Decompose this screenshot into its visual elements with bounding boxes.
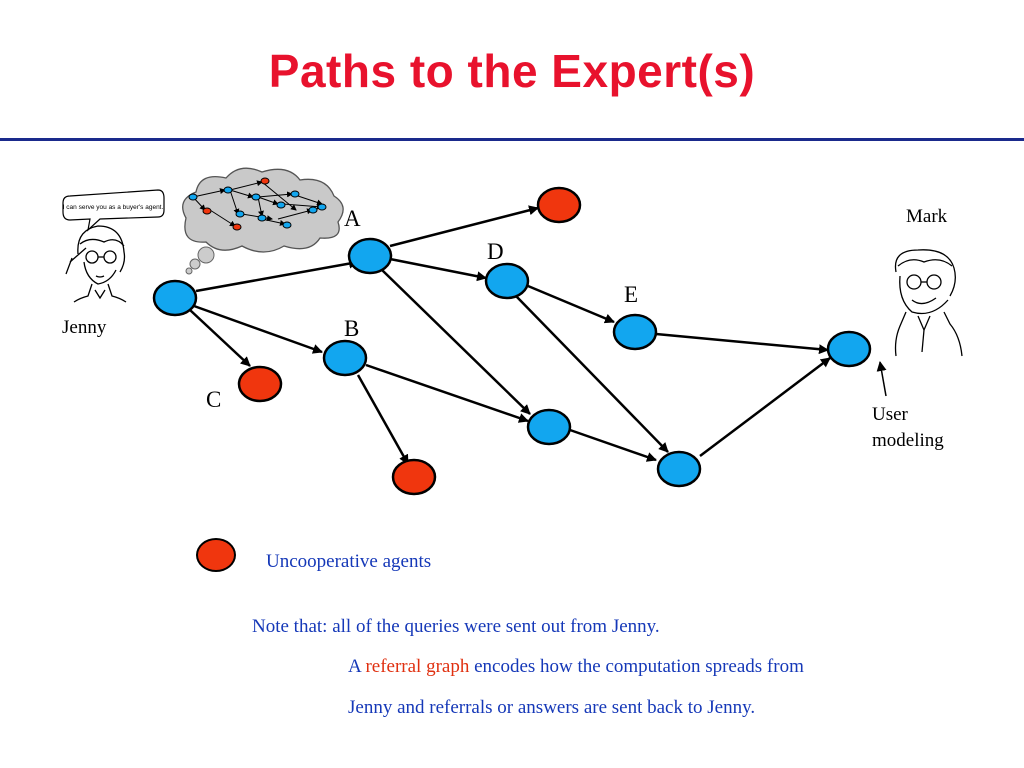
edge-h-mark <box>699 357 831 457</box>
graph-edges <box>189 205 887 465</box>
user-modeling-line2: modeling <box>872 430 944 451</box>
edge-a-top <box>389 205 539 248</box>
node-bottom <box>391 458 437 496</box>
node-label-e: E <box>624 282 639 307</box>
edge-jenny-a <box>195 258 359 293</box>
edge-f-h <box>569 428 657 462</box>
node-c <box>237 365 283 403</box>
node-f <box>526 408 572 446</box>
node-a <box>347 237 393 275</box>
user-modeling-line1: User <box>872 404 908 425</box>
edge-a-f <box>381 269 531 415</box>
node-e <box>612 313 658 351</box>
node-label-d: D <box>487 239 504 264</box>
graph-nodes <box>152 186 872 496</box>
node-label-c: C <box>206 387 222 412</box>
edge-jenny-b <box>193 304 323 354</box>
speech-bubble-text: I can serve you as a buyer's agent. <box>63 204 164 211</box>
note-line-2: A referral graph encodes how the computa… <box>348 656 804 678</box>
note-line-2-prefix: A <box>348 656 366 677</box>
node-jenny <box>152 279 198 317</box>
mark-label: Mark <box>906 206 948 227</box>
slide-title: Paths to the Expert(s) <box>268 45 756 97</box>
node-h <box>656 450 702 488</box>
thought-cloud-icon <box>182 167 344 275</box>
node-b <box>322 339 368 377</box>
edge-d-e <box>527 284 615 324</box>
edge-d-h <box>515 295 669 453</box>
mark-icon <box>894 249 963 357</box>
note-line-2-suffix: encodes how the computation spreads from <box>469 656 804 677</box>
legend-uncooperative-dot <box>196 538 236 572</box>
node-label-b: B <box>344 316 360 341</box>
user-modeling-label: User modeling <box>872 402 944 454</box>
edge-annotation-mark <box>876 361 887 397</box>
jenny-label: Jenny <box>62 317 107 338</box>
referral-graph-term: referral graph <box>365 656 470 677</box>
legend-label: Uncooperative agents <box>266 551 432 572</box>
jenny-icon <box>65 225 127 303</box>
jenny-character: I can serve you as a buyer's agent. <box>62 189 165 303</box>
edge-jenny-c <box>189 309 251 367</box>
note-line-1: Note that: all of the queries were sent … <box>252 616 660 637</box>
edge-b-bottom <box>356 374 410 465</box>
node-label-a: A <box>344 206 361 231</box>
speech-bubble <box>62 189 165 232</box>
node-top <box>536 186 582 224</box>
edge-e-mark <box>655 332 829 355</box>
node-mark <box>826 330 872 368</box>
edge-b-f <box>365 363 529 423</box>
edge-a-d <box>389 257 487 282</box>
title-divider <box>0 138 1024 141</box>
note-line-3: Jenny and referrals or answers are sent … <box>348 697 756 718</box>
node-d <box>484 262 530 300</box>
